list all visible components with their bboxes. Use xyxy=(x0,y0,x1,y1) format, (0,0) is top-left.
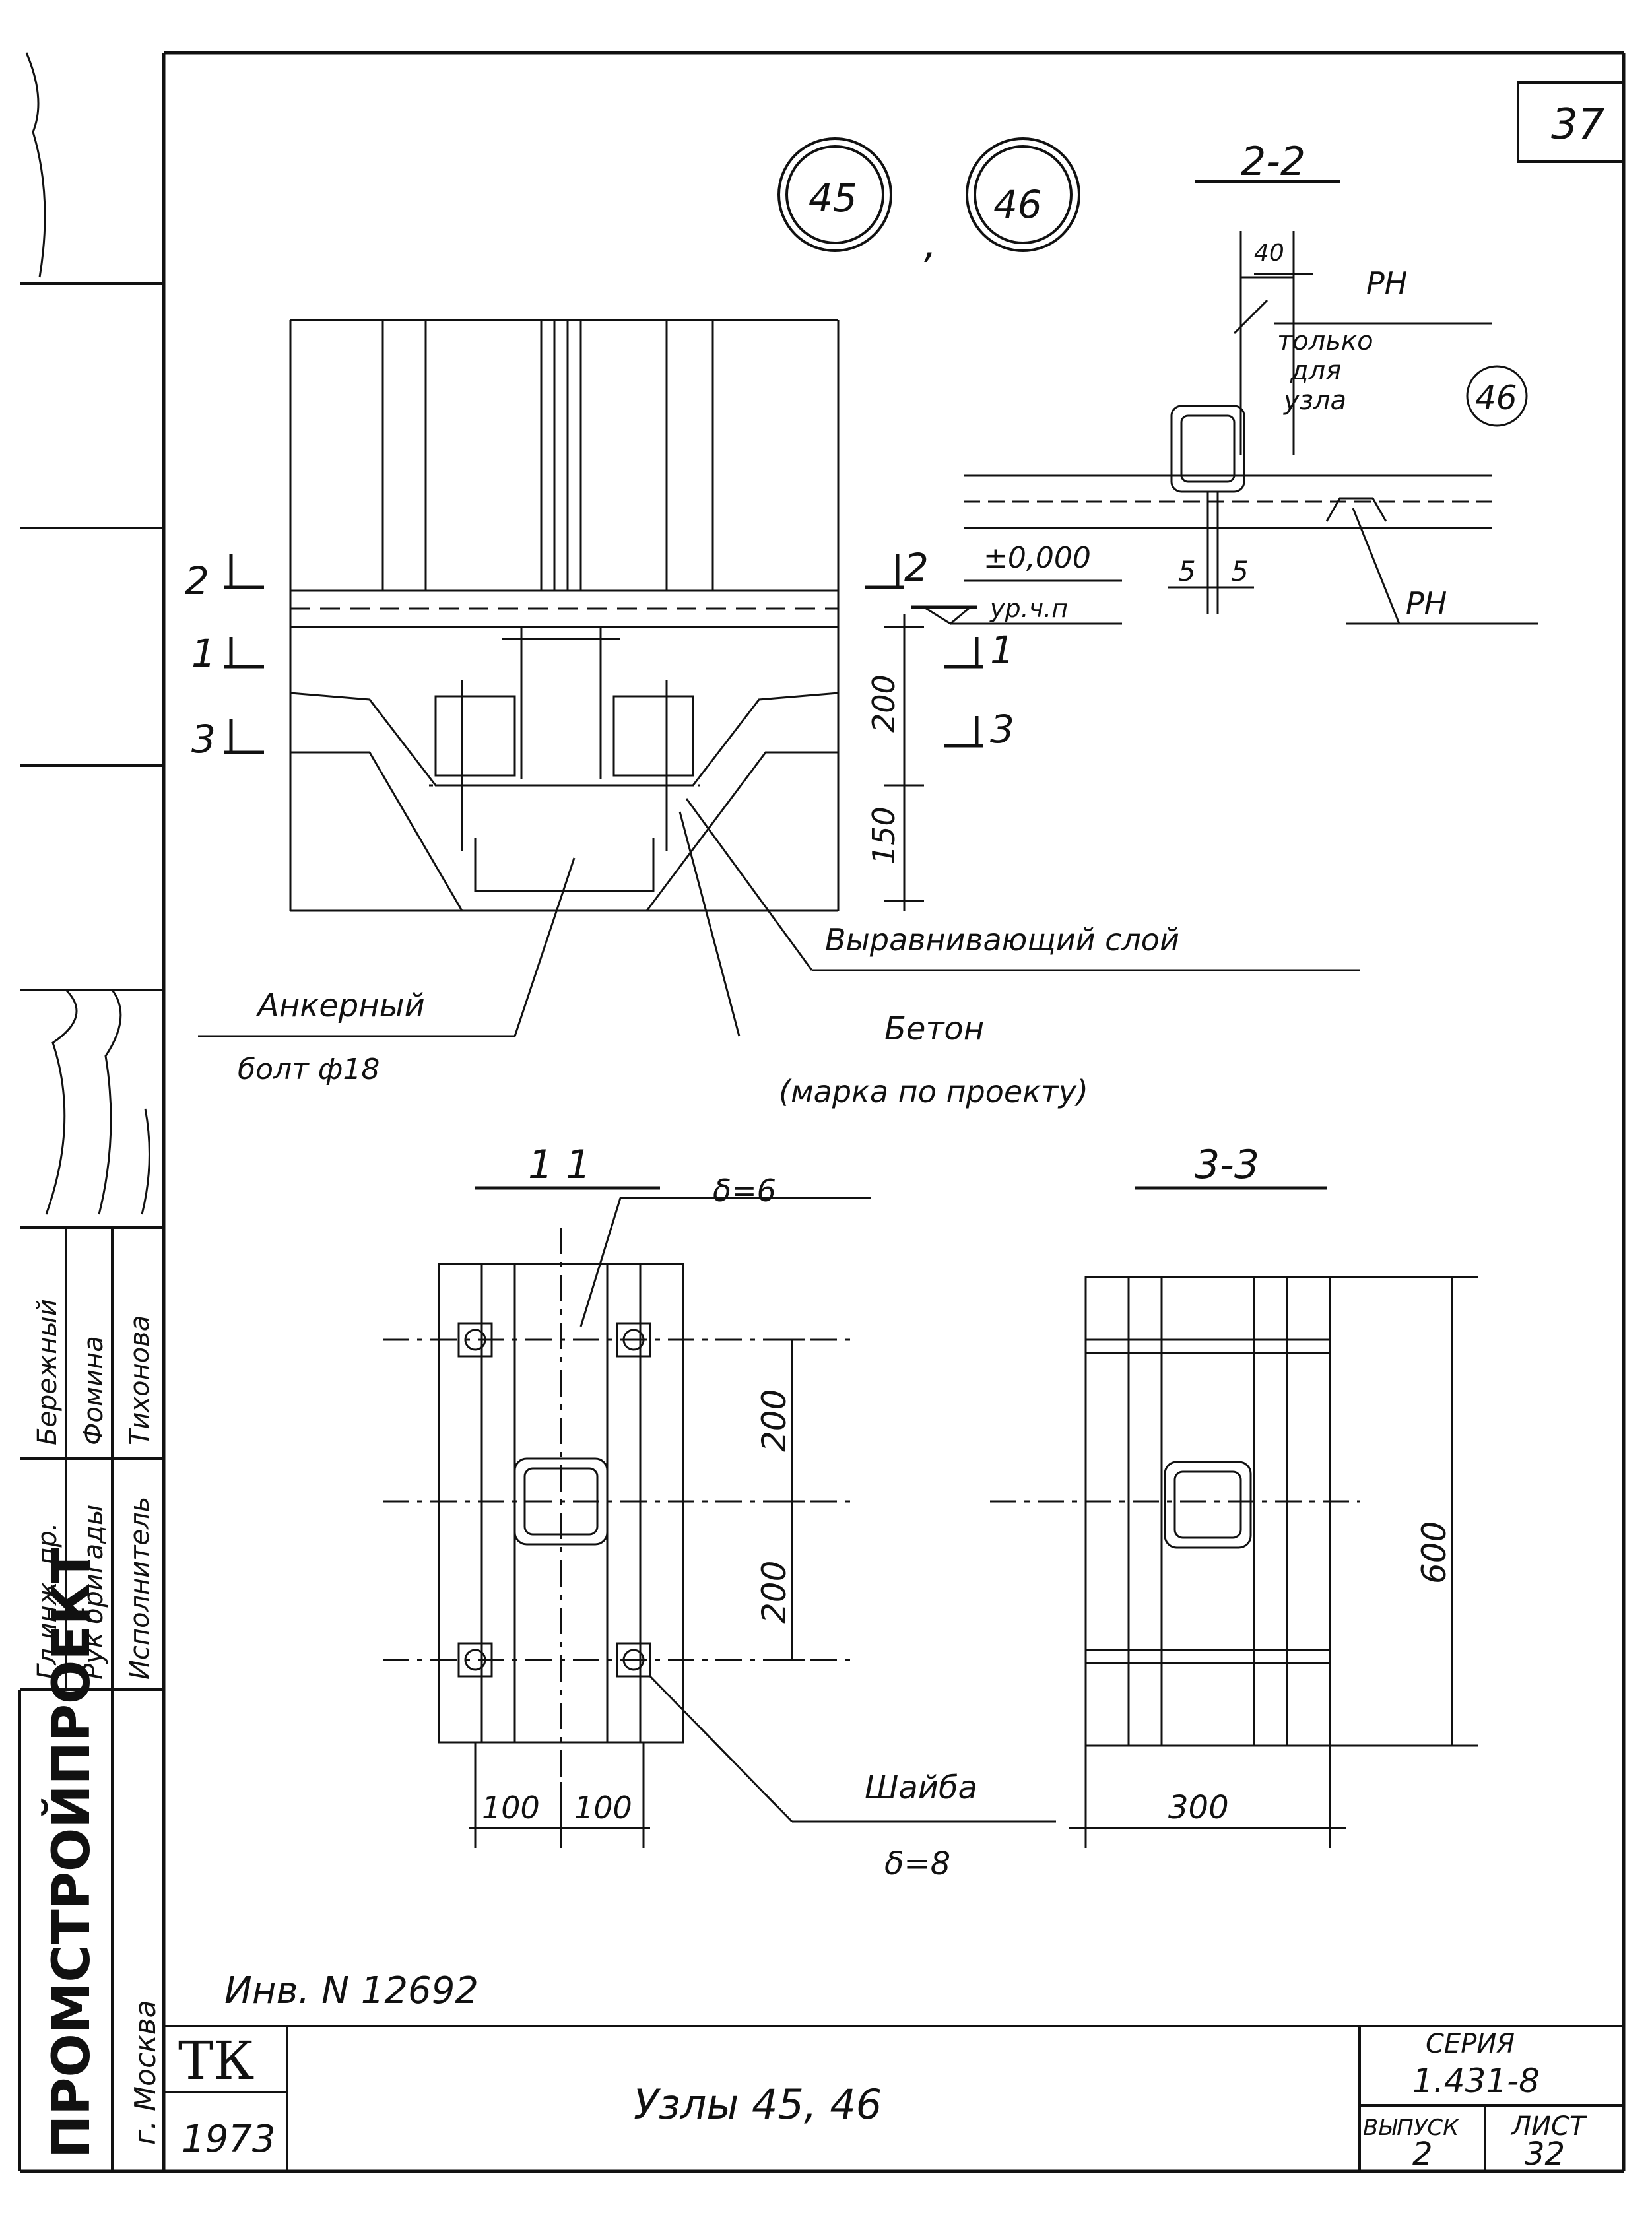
sheet-frame xyxy=(20,51,1626,2173)
plan-33-view xyxy=(990,1276,1478,1848)
left-stamp xyxy=(18,282,164,2171)
inventory-number: Инв. N 12692 xyxy=(224,1969,479,2012)
dim-100-right: 100 xyxy=(574,1790,632,1826)
name-executor: Тихонова xyxy=(125,1315,155,1445)
cut-label-3-left: 3 xyxy=(191,717,216,762)
cut-label-3-right: 3 xyxy=(990,707,1014,752)
node-circles xyxy=(777,137,1080,252)
node-46-small-label: 46 xyxy=(1475,379,1517,417)
cut-label-1-right: 1 xyxy=(990,628,1014,673)
list-value: 32 xyxy=(1525,2136,1565,2173)
role-executor: Исполнитель xyxy=(125,1497,155,1680)
name-chief: Бережный xyxy=(32,1299,63,1445)
bolt-label: болт ф18 xyxy=(238,1053,380,1086)
section-33-title: 3-3 xyxy=(1195,1142,1259,1188)
dim-200-vertical: 200 xyxy=(866,675,902,733)
concrete-grade-label: (марка по проекту) xyxy=(779,1074,1088,1109)
only-for-node-line2: для xyxy=(1290,356,1341,386)
sheet-number: 37 xyxy=(1551,100,1605,149)
dim-5-right: 5 xyxy=(1231,555,1249,587)
org-city: г. Москва xyxy=(129,2000,162,2145)
elevation-view xyxy=(289,319,840,912)
plan-11-view xyxy=(383,1197,1056,1848)
dim-40: 40 xyxy=(1254,240,1284,267)
concrete-label: Бетон xyxy=(884,1010,984,1047)
node-number-45: 45 xyxy=(809,176,857,220)
floor-level-label: ур.ч.п xyxy=(989,594,1068,623)
leveling-layer-label: Выравнивающий слой xyxy=(825,922,1179,958)
role-chief: Гл инж. пр. xyxy=(32,1523,63,1680)
only-for-node-line3: узла xyxy=(1283,385,1346,416)
note-leaders xyxy=(198,798,1360,1037)
rn-label-top: РН xyxy=(1366,265,1407,301)
year-label: 1973 xyxy=(182,2118,276,2161)
anchor-label: Анкерный xyxy=(255,987,425,1024)
issue-label: ВЫПУСК xyxy=(1363,2115,1460,2141)
dim-100-left: 100 xyxy=(482,1790,540,1826)
delta-8-label: δ=8 xyxy=(884,1845,950,1882)
signatures xyxy=(25,52,150,1215)
dim-150-vertical: 150 xyxy=(866,806,902,865)
title-block xyxy=(164,2025,1624,2171)
dim-200-upper: 200 xyxy=(755,1389,793,1452)
sheet-title: Узлы 45, 46 xyxy=(634,2080,882,2128)
dim-300: 300 xyxy=(1168,1789,1229,1826)
role-brigade: Рук бригады xyxy=(79,1505,109,1680)
org-name: ПРОМСТРОЙПРОЕКТ xyxy=(41,1548,102,2158)
cut-markers-right xyxy=(865,554,1122,748)
washer-label: Шайба xyxy=(865,1769,977,1806)
series-value: 1.431-8 xyxy=(1412,2062,1540,2100)
section-22-view xyxy=(964,231,1538,625)
only-for-node-line1: только xyxy=(1277,326,1373,356)
section-22-title: 2-2 xyxy=(1241,139,1305,185)
cut-markers-left xyxy=(224,554,264,754)
dim-200-lower: 200 xyxy=(755,1561,793,1624)
dim-5-left: 5 xyxy=(1178,555,1196,587)
rn-label-bottom: РН xyxy=(1406,585,1447,621)
delta-6-label: δ=6 xyxy=(713,1173,776,1208)
node-46-small-circle xyxy=(1466,365,1528,427)
comma: , xyxy=(924,221,937,267)
issue-value: 2 xyxy=(1412,2136,1433,2173)
elevation-mark: ±0,000 xyxy=(983,541,1091,575)
cut-label-2-right: 2 xyxy=(904,545,929,590)
section-11-title: 1 1 xyxy=(528,1142,591,1188)
cut-label-1-left: 1 xyxy=(191,631,216,676)
elevation-dims xyxy=(884,614,924,911)
list-label: ЛИСТ xyxy=(1510,2111,1588,2142)
cut-label-2-left: 2 xyxy=(185,558,209,603)
name-brigade: Фомина xyxy=(79,1336,109,1445)
series-label: СЕРИЯ xyxy=(1426,2029,1515,2059)
dim-600: 600 xyxy=(1415,1521,1453,1584)
node-number-46: 46 xyxy=(993,182,1042,227)
tk-label: ТК xyxy=(178,2030,254,2091)
